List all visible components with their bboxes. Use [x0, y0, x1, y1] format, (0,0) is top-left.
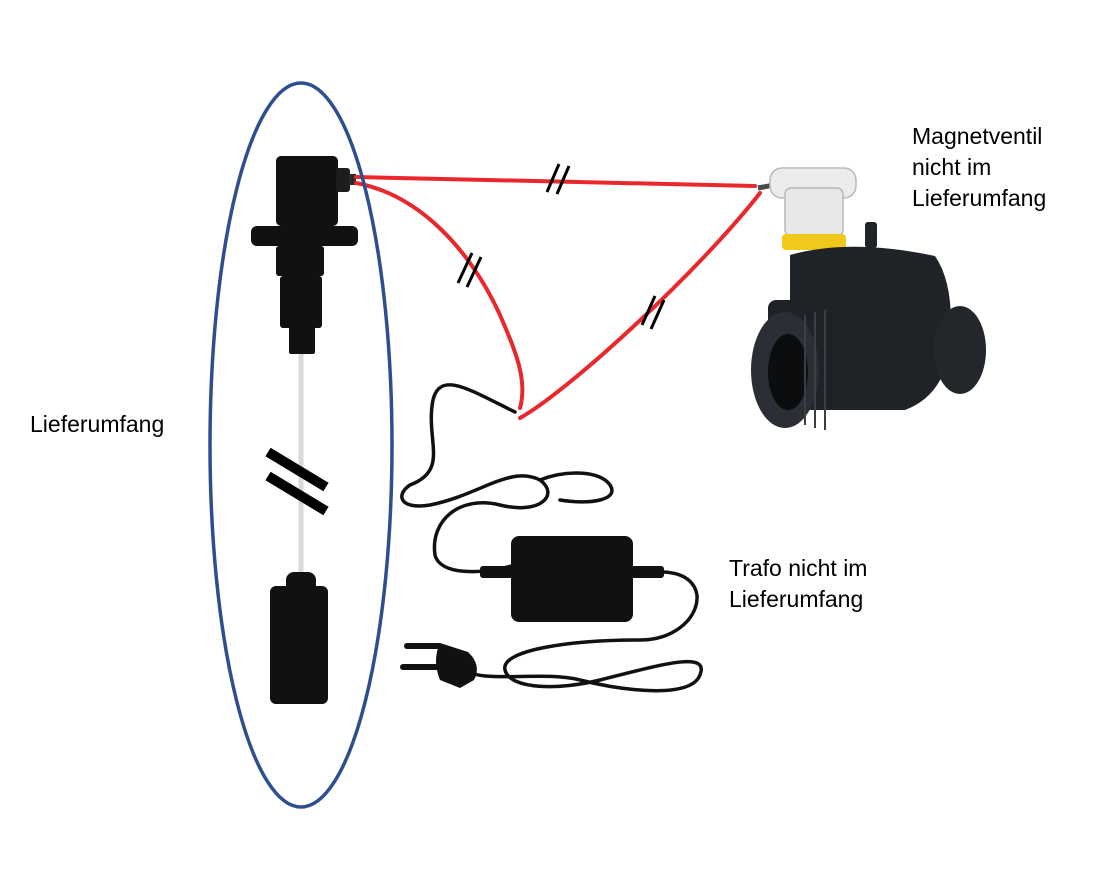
wire-switch-to-junction [354, 181, 525, 410]
float-switch [251, 156, 358, 704]
transformer [460, 536, 703, 693]
valve-port-right [934, 306, 986, 394]
solenoid-valve [751, 167, 986, 430]
valve-label: Magnetventil nicht im Lieferumfang [912, 121, 1046, 214]
transformer-label-line-1: Trafo nicht im [729, 555, 868, 581]
valve-yellow-ring [782, 234, 846, 250]
rod-break-mark [265, 447, 329, 516]
wire-valve-to-junction [518, 191, 762, 420]
black-cable [400, 383, 614, 574]
transformer-label: Trafo nicht im Lieferumfang [729, 553, 867, 615]
wire-break-marks [456, 163, 666, 330]
scope-of-delivery-ellipse [208, 81, 394, 809]
transformer-label-line-2: Lieferumfang [729, 586, 864, 612]
mains-plug [400, 643, 477, 688]
plug-body [436, 643, 477, 688]
red-wires [354, 175, 762, 420]
transformer-output-cable [503, 570, 703, 693]
wire-switch-to-valve [354, 175, 757, 188]
float-switch-head [251, 156, 358, 354]
valve-coil [784, 187, 844, 237]
scope-of-delivery-label: Lieferumfang [30, 411, 165, 437]
valve-label-line-2: nicht im [912, 154, 992, 180]
valve-label-line-1: Magnetventil [912, 123, 1043, 149]
transformer-body [511, 536, 633, 622]
float-body [270, 572, 328, 704]
valve-label-line-3: Lieferumfang [912, 185, 1047, 211]
